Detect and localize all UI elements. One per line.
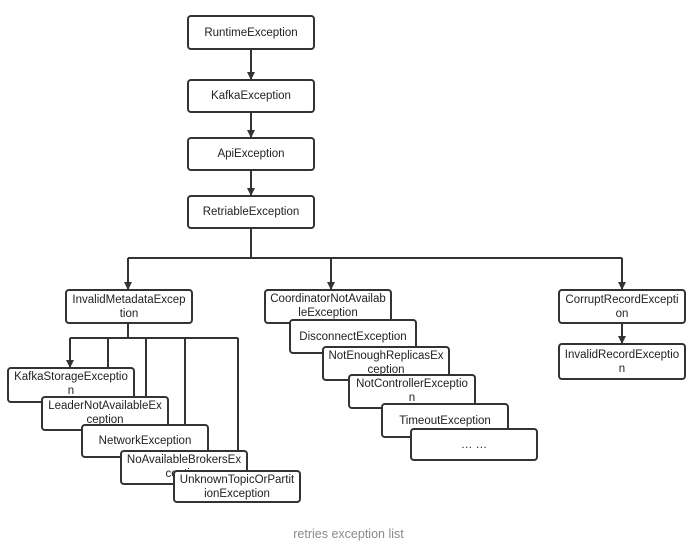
node-runtime-exception: RuntimeException [187,15,315,50]
node-invalid-metadata-exception: InvalidMetadataException [65,289,193,324]
node-retriable-exception: RetriableException [187,195,315,229]
node-coordinator-not-available-exception: CoordinatorNotAvailableException [264,289,392,324]
figure-caption: retries exception list [293,527,404,541]
node-more-exceptions: … … [410,428,538,461]
node-invalid-record-exception: InvalidRecordException [558,343,686,380]
node-unknown-topic-or-partition-exception: UnknownTopicOrPartitionException [173,470,301,503]
node-corrupt-record-exception: CorruptRecordException [558,289,686,324]
node-kafka-exception: KafkaException [187,79,315,113]
exception-hierarchy-diagram: RuntimeException KafkaException ApiExcep… [7,15,686,503]
node-api-exception: ApiException [187,137,315,171]
